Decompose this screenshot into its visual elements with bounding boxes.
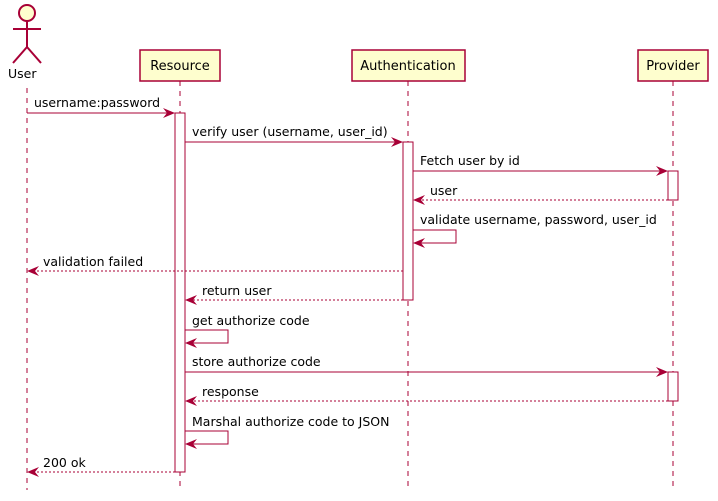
- participant-provider-label: Provider: [646, 59, 700, 74]
- participant-authentication-label: Authentication: [360, 59, 455, 74]
- activation-bar-authentication: [402, 141, 414, 301]
- participant-provider-box: [637, 49, 709, 82]
- message-label: get authorize code: [192, 313, 310, 328]
- message-label: validate username, password, user_id: [420, 212, 657, 227]
- messages: [27, 108, 668, 477]
- message-label: Fetch user by id: [420, 153, 520, 168]
- message-labels: username:password verify user (username,…: [34, 95, 657, 470]
- participant-resource: Resource: [139, 49, 221, 82]
- message-label: return user: [202, 283, 272, 298]
- message-label: 200 ok: [43, 455, 86, 470]
- participant-provider: Provider: [637, 49, 709, 82]
- participant-resource-label: Resource: [150, 59, 210, 74]
- message-label: validation failed: [43, 254, 143, 269]
- message-label: Marshal authorize code to JSON: [192, 414, 389, 429]
- message-self-arrow: [185, 329, 229, 348]
- activation-bar-provider: [667, 170, 679, 201]
- message-label: response: [202, 384, 259, 399]
- participant-authentication: Authentication: [351, 49, 466, 82]
- message-label: store authorize code: [192, 354, 321, 369]
- activation-bar-provider: [667, 371, 679, 402]
- participant-authentication-box: [351, 49, 466, 82]
- message-self-arrow: [413, 229, 457, 248]
- message-label: username:password: [34, 95, 160, 110]
- activation-bars: [174, 112, 679, 473]
- message-label: user: [430, 183, 458, 198]
- actor-user: User: [8, 4, 42, 81]
- message-self-arrow: [185, 430, 229, 449]
- message-label: verify user (username, user_id): [192, 124, 388, 139]
- activation-bar-resource: [174, 112, 186, 473]
- participant-resource-box: [139, 49, 221, 82]
- actor-user-label: User: [8, 66, 37, 81]
- stick-figure-icon: [12, 4, 42, 64]
